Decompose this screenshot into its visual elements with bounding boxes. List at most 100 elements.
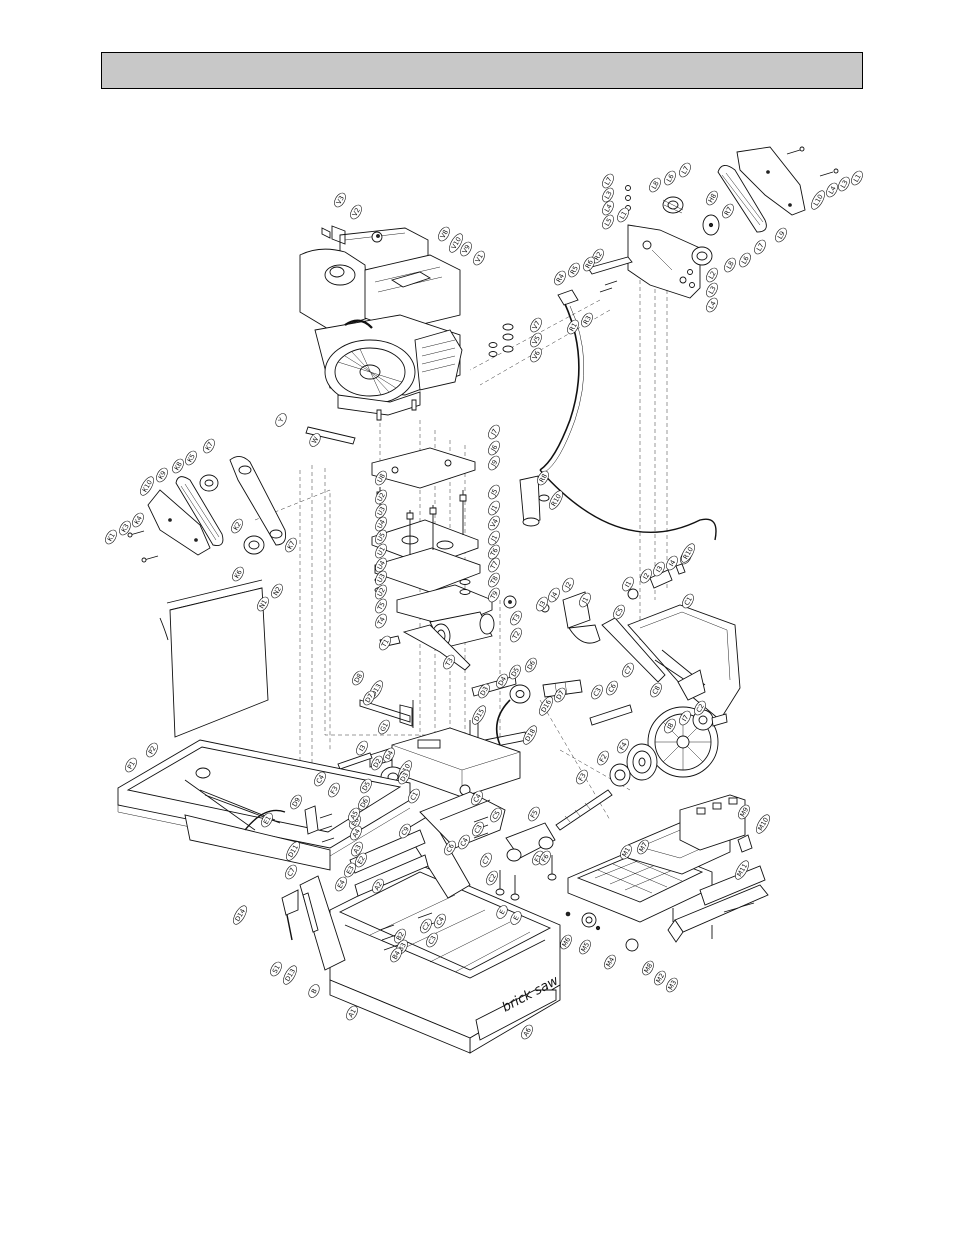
part-label: K9	[156, 467, 168, 483]
part-label-bubble	[375, 584, 387, 600]
part-label-text: P1	[126, 760, 137, 771]
part-label-text: D7	[364, 692, 375, 704]
part-label: E	[510, 911, 522, 925]
part-label-text: D3	[399, 771, 410, 783]
part-label-text: F2	[598, 753, 609, 764]
part-label-text: D8	[353, 672, 364, 684]
part-label: R1	[567, 319, 579, 335]
shaft-assembly	[359, 675, 633, 749]
part-label-bubble	[602, 187, 614, 203]
part-label-text: J6	[489, 444, 499, 454]
cutting-cart	[565, 794, 769, 952]
part-label-bubble	[620, 844, 632, 860]
part-label: F4	[617, 738, 629, 754]
engine-assembly	[299, 225, 463, 445]
part-label: K8	[172, 458, 184, 474]
part-label-text: R5	[569, 264, 580, 275]
part-label-text: C6	[607, 682, 618, 694]
part-label-bubble	[528, 806, 540, 822]
part-label: V2	[350, 204, 362, 220]
part-label: D9	[290, 794, 302, 810]
part-label-text: J7	[489, 428, 499, 438]
part-label: M4	[604, 954, 616, 970]
part-label: I7	[679, 710, 691, 726]
part-label-bubble	[554, 687, 566, 703]
part-label-bubble	[664, 718, 676, 734]
part-label-text: C4	[315, 773, 326, 785]
part-label-bubble	[348, 807, 360, 823]
part-label: R10	[681, 543, 695, 563]
part-label-text: K8	[173, 461, 184, 472]
part-label-bubble	[356, 740, 368, 756]
part-label-bubble	[375, 516, 387, 532]
part-label-text: L5	[603, 217, 614, 228]
part-label-bubble	[602, 214, 614, 230]
part-label: T6	[488, 544, 500, 560]
part-label-text: R1	[568, 321, 579, 332]
part-label: V6	[530, 347, 542, 363]
header-bar	[101, 52, 863, 89]
part-label-bubble	[335, 876, 347, 892]
part-label: C2	[420, 918, 432, 934]
part-label-bubble	[826, 182, 838, 198]
part-label: B2	[394, 928, 406, 944]
part-label-text: M7	[637, 841, 649, 853]
part-label-bubble	[488, 500, 500, 516]
part-label: D3	[478, 683, 490, 699]
part-label: A6	[521, 1024, 533, 1040]
part-label-bubble	[549, 490, 563, 510]
part-label: F3	[328, 782, 340, 798]
part-label-bubble	[654, 970, 666, 986]
part-label-bubble	[664, 170, 676, 186]
part-label: D15	[472, 705, 486, 725]
part-label-text: A2	[373, 880, 384, 891]
part-label-bubble	[232, 566, 244, 582]
part-label-bubble	[426, 932, 438, 948]
part-label: C7	[622, 662, 634, 678]
part-label: F2	[597, 750, 609, 766]
part-label-bubble	[308, 984, 320, 998]
part-label-text: A6	[522, 1026, 533, 1037]
part-label-bubble	[285, 864, 297, 880]
part-label: B	[308, 984, 320, 998]
part-label-text: I3	[654, 565, 664, 574]
motor-plates	[371, 447, 517, 671]
part-label-bubble	[539, 850, 551, 866]
part-label: C3	[426, 932, 438, 948]
part-label-text: P2	[147, 745, 158, 756]
part-label: D5	[360, 778, 372, 794]
part-label-text: I7	[680, 714, 690, 723]
part-label-text: L4	[827, 185, 838, 196]
part-label: N1	[257, 596, 269, 612]
part-label: I3	[356, 740, 368, 756]
part-label-bubble	[472, 821, 484, 837]
part-label: C9	[399, 823, 411, 839]
part-label-bubble	[568, 262, 580, 278]
part-label-bubble	[649, 177, 661, 193]
part-label: L4	[826, 182, 838, 198]
part-label: C5	[613, 604, 625, 620]
part-label-text: C9	[400, 825, 411, 837]
part-label-text: N2	[272, 585, 283, 597]
part-label-bubble	[290, 794, 302, 810]
part-label-text: F3	[577, 772, 588, 783]
part-label: K5	[185, 450, 197, 466]
part-label: L9	[775, 227, 787, 243]
part-label: C7	[285, 864, 297, 880]
part-label-bubble	[666, 555, 678, 571]
part-label-bubble	[375, 598, 387, 614]
part-label-text: C2	[695, 702, 706, 714]
part-label: M10	[756, 814, 770, 834]
part-label: D6	[358, 795, 370, 811]
part-label-text: L8	[725, 260, 736, 271]
part-label: C5	[490, 807, 502, 823]
rail-pivot-assembly	[304, 805, 557, 951]
part-label-text: L3	[603, 190, 614, 201]
part-label-text: L6	[740, 255, 751, 266]
part-label-text: V9	[461, 243, 472, 254]
part-label-bubble	[694, 700, 706, 716]
part-label: J1	[488, 530, 500, 546]
part-label-bubble	[579, 939, 591, 955]
part-label-bubble	[530, 332, 542, 348]
part-label-bubble	[156, 467, 168, 483]
